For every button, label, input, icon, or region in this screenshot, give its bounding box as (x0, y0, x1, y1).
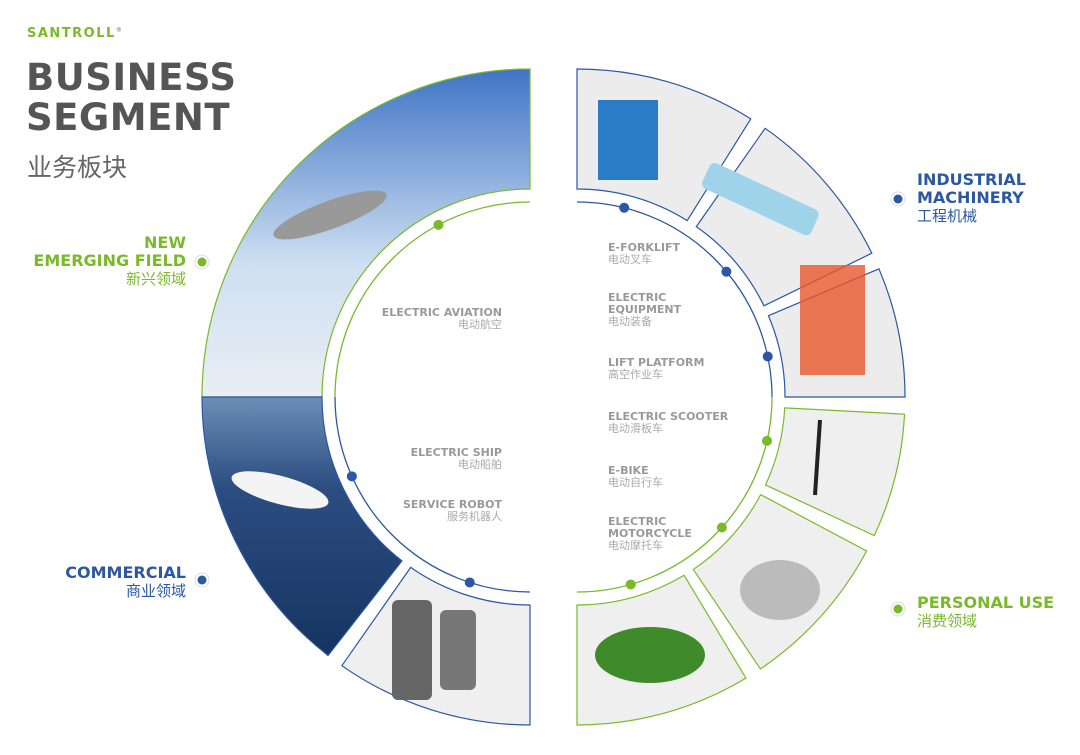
robot-shape (440, 610, 476, 690)
item-dot (464, 577, 475, 588)
boat-shape (231, 471, 329, 509)
item-dot (346, 471, 357, 482)
equipment-shape (702, 163, 819, 236)
lift-platform-shape (800, 265, 865, 375)
item-dot (433, 219, 444, 230)
new-field-arc (334, 201, 531, 398)
item-dot (762, 351, 773, 362)
aircraft-shape (273, 190, 387, 240)
page-title-cn: 业务板块 (27, 153, 128, 182)
e-bike-shape (740, 560, 820, 620)
segment-dot (197, 257, 207, 267)
commercial-arc (334, 396, 531, 593)
motorcycle-shape (595, 627, 705, 683)
item-dot (619, 202, 630, 213)
item-dot (716, 522, 727, 533)
brand-logo: SANTROLL® (27, 26, 124, 41)
item-dot (762, 435, 773, 446)
aviation-image (201, 68, 531, 398)
electric-ship-image (201, 396, 403, 657)
segment-dot (893, 604, 903, 614)
scooter-shape (813, 419, 822, 496)
segment-dot (197, 575, 207, 585)
service-robot-image (341, 566, 531, 726)
item-dot (625, 579, 636, 590)
item-dot (721, 266, 732, 277)
forklift-shape (598, 100, 658, 180)
robot-shape (392, 600, 432, 700)
segment-dot (893, 194, 903, 204)
electric-scooter-image (764, 407, 906, 537)
